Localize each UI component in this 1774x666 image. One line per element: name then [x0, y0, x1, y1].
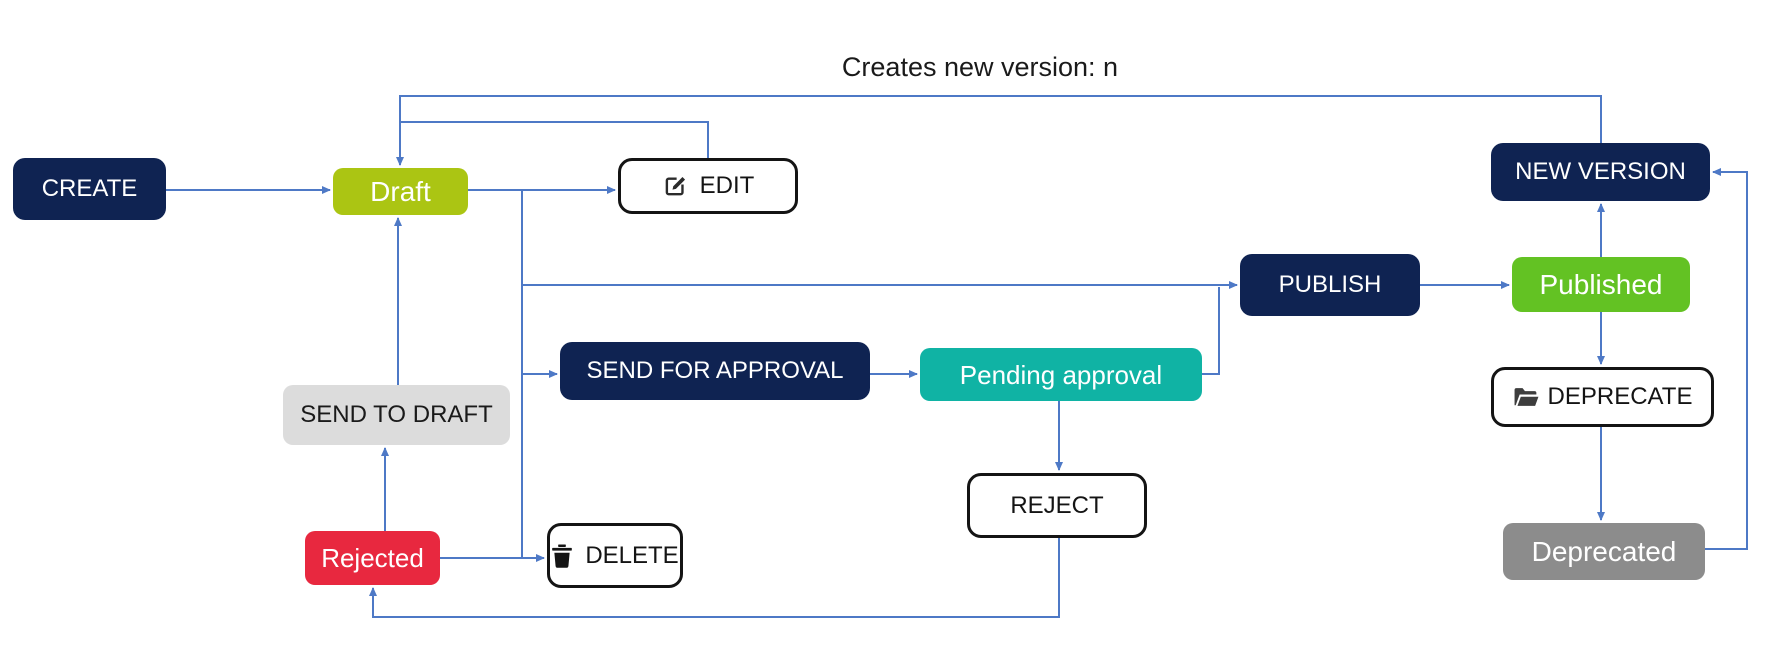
node-send-for-approval: SEND FOR APPROVAL	[560, 342, 870, 400]
node-deprecated: Deprecated	[1503, 523, 1705, 580]
trash-icon	[551, 544, 573, 568]
node-draft: Draft	[333, 168, 468, 215]
node-pending-approval-label: Pending approval	[959, 359, 1163, 390]
node-deprecate: DEPRECATE	[1491, 367, 1714, 427]
node-published: Published	[1512, 257, 1690, 312]
node-publish-label: PUBLISH	[1278, 271, 1382, 298]
node-deprecate-label: DEPRECATE	[1547, 383, 1693, 410]
node-edit-label: EDIT	[699, 172, 755, 199]
node-delete-label: DELETE	[585, 541, 679, 569]
node-published-label: Published	[1539, 268, 1663, 300]
node-publish: PUBLISH	[1240, 254, 1420, 316]
open-folder-icon	[1513, 385, 1540, 409]
node-reject: REJECT	[967, 473, 1147, 538]
node-create: CREATE	[13, 158, 166, 220]
edge-edit-draft-join	[401, 121, 709, 158]
node-new-version: NEW VERSION	[1491, 143, 1710, 201]
node-reject-label: REJECT	[1010, 491, 1104, 519]
node-create-label: CREATE	[41, 175, 138, 202]
node-send-to-draft-label: SEND TO DRAFT	[300, 401, 493, 428]
node-rejected: Rejected	[305, 531, 440, 585]
node-pending-approval: Pending approval	[920, 348, 1202, 401]
node-delete: DELETE	[547, 523, 683, 588]
edge-reject-rejected	[369, 538, 1060, 618]
creates-new-version-label: Creates new version: n	[841, 52, 1119, 82]
node-send-for-approval-label: SEND FOR APPROVAL	[586, 357, 844, 384]
edge-pending-publish-join	[1202, 287, 1220, 375]
node-send-to-draft: SEND TO DRAFT	[283, 385, 510, 445]
edit-pencil-square-icon	[662, 173, 688, 199]
node-new-version-label: NEW VERSION	[1515, 158, 1686, 185]
node-edit: EDIT	[618, 158, 798, 214]
node-rejected-label: Rejected	[321, 543, 424, 573]
node-deprecated-label: Deprecated	[1531, 535, 1677, 567]
edge-deprecated-new-version	[1705, 168, 1748, 550]
node-draft-label: Draft	[370, 175, 431, 207]
edge-new-version-draft	[396, 95, 1602, 166]
